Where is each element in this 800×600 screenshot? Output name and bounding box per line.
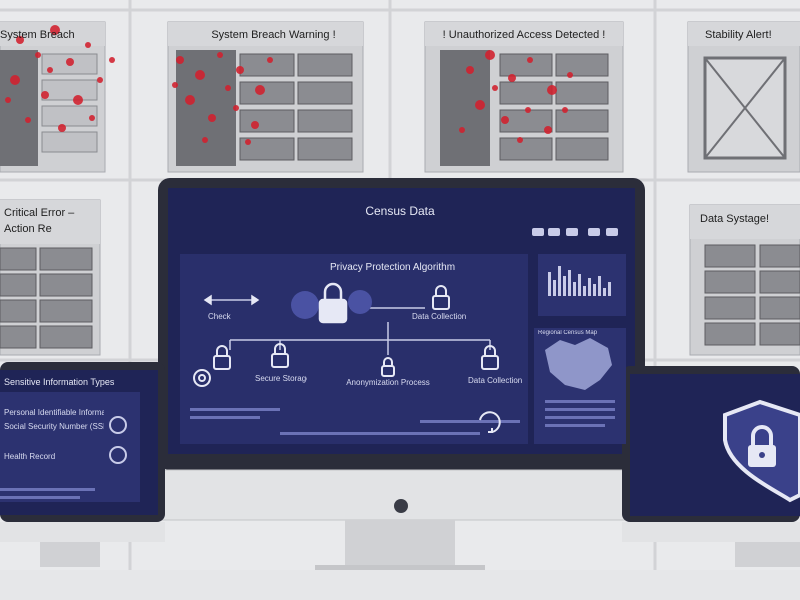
- node-label-anonymization: Anonymization Process: [346, 378, 430, 387]
- server-rack-2: [167, 21, 364, 173]
- node-label-data-collection-top: Data Collection: [412, 312, 467, 321]
- node-label-secure-storage: Secure Storage: [255, 374, 307, 383]
- gear-icon: [193, 369, 211, 387]
- left-screen-content: [0, 392, 140, 502]
- lock-icon-main: [318, 282, 348, 324]
- alert-label-6: Data Systage!: [700, 213, 770, 225]
- sensitive-item-1: Personal Identifiable Information: [4, 408, 104, 417]
- top-right-bars: [532, 228, 618, 236]
- server-rack-4: [687, 21, 800, 173]
- breach-splatter: [5, 25, 573, 145]
- server-rack-5: [0, 199, 101, 356]
- alert-label-4: Stability Alert!: [705, 29, 772, 41]
- alert-label-1: System Breach: [0, 29, 75, 41]
- arrow-icon: [203, 294, 260, 306]
- server-rack-3: [424, 21, 624, 173]
- desk-surface: [0, 570, 800, 600]
- main-screen-title: Census Data: [365, 204, 435, 218]
- alert-label-5a: Critical Error –: [4, 207, 75, 219]
- alert-label-5b: Action Re: [4, 223, 52, 235]
- main-screen-panels: [180, 228, 626, 444]
- sensitive-item-3: Health Record: [4, 452, 56, 461]
- alert-label-3: ! Unauthorized Access Detected !: [442, 29, 606, 41]
- alert-label-2: System Breach Warning !: [211, 29, 336, 41]
- lock-icon-small: [213, 285, 499, 377]
- node-label-check: Check: [208, 312, 231, 321]
- node-label-data-collection-bottom: Data Collection: [468, 376, 523, 385]
- left-screen-title: Sensitive Information Types: [4, 377, 115, 387]
- server-rack-6: [689, 204, 800, 356]
- map-title: Regional Census Map: [538, 330, 598, 336]
- shield-lock-icon: [723, 399, 800, 503]
- cycle-icon: [479, 411, 501, 433]
- sensitive-item-2: Social Security Number (SSN): [4, 422, 104, 431]
- algorithm-title: Privacy Protection Algorithm: [330, 262, 456, 273]
